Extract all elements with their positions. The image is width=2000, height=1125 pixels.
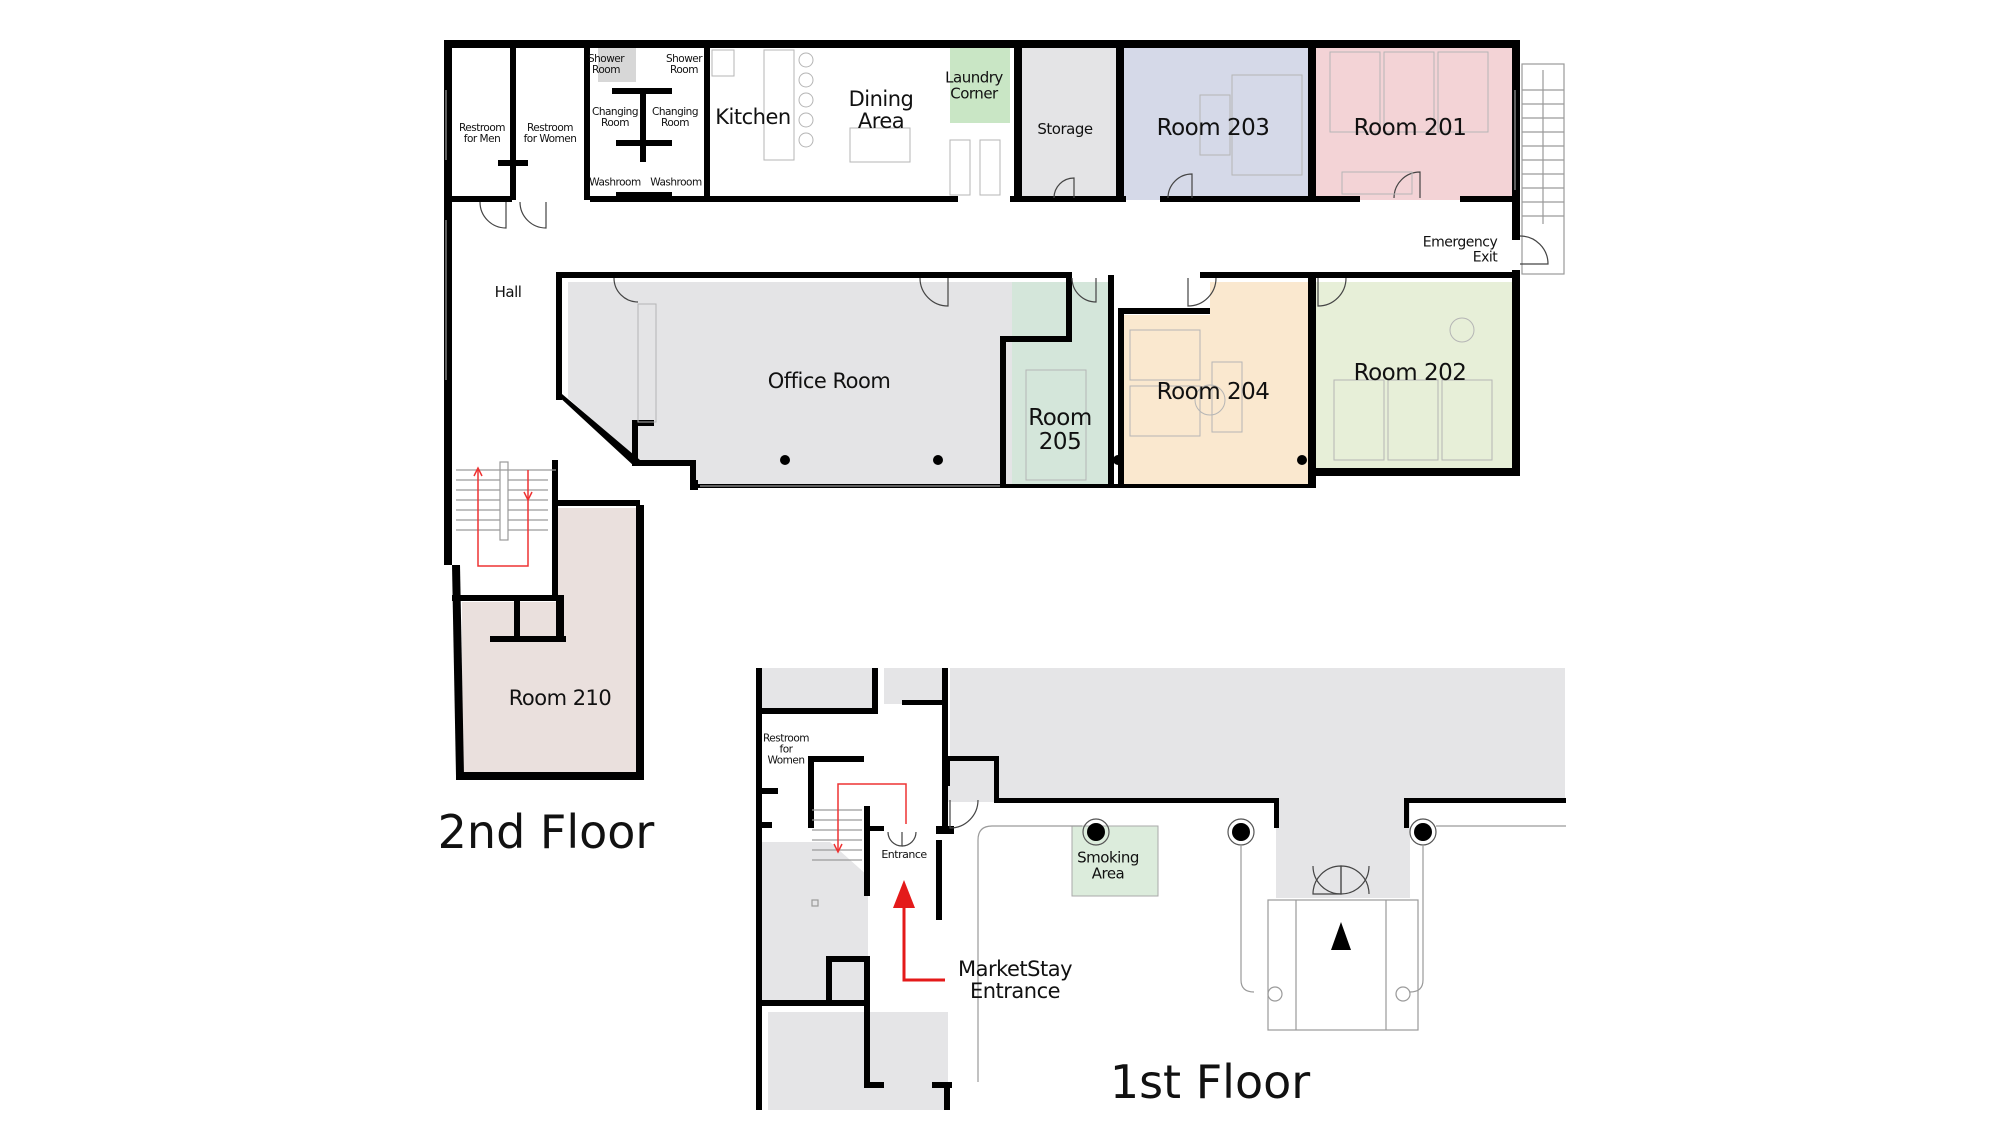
entrance-arrow-icon [893, 880, 945, 982]
label-changing-room-1: Changing Room [592, 105, 638, 129]
label-restroom-women-1f: Restroom for Women [762, 732, 810, 767]
gray-upper-left [762, 668, 874, 714]
storage-fill [1022, 45, 1116, 200]
label-room-210: Room 210 [508, 685, 612, 710]
label-emergency-exit: Emergency Exit [1422, 234, 1498, 265]
stairs-route-icon [473, 466, 533, 567]
label-room-202: Room 202 [1353, 359, 1467, 386]
label-shower-room-1: Shower Room [587, 52, 625, 76]
label-laundry-corner: Laundry Corner [945, 68, 1003, 102]
room-203-fill [1122, 45, 1308, 200]
label-washroom-1: Washroom [589, 176, 641, 189]
ground-gray-right [950, 668, 1565, 802]
label-room-201: Room 201 [1353, 114, 1467, 141]
emergency-stairs [1521, 63, 1565, 275]
label-dining-area: Dining Area [848, 86, 914, 133]
label-hall: Hall [494, 283, 522, 302]
gray-left-lower [760, 842, 868, 1000]
label-entrance: Entrance [881, 848, 927, 862]
room-204-fill [1124, 282, 1310, 484]
entrance-vestibule-fill [1276, 802, 1410, 898]
gray-upper-mid [884, 668, 946, 704]
label-shower-room-2: Shower Room [665, 52, 703, 76]
floor-title-2nd: 2nd Floor [437, 804, 655, 859]
label-room-203: Room 203 [1156, 114, 1270, 141]
main-entrance-arrow-icon [1331, 922, 1351, 950]
office-fill [568, 282, 1072, 484]
label-smoking-area: Smoking Area [1077, 848, 1139, 882]
label-room-205: Room 205 [1028, 404, 1092, 455]
smoking-area-fill [1071, 825, 1159, 897]
label-restroom-women: Restroom for Women [523, 121, 577, 145]
label-changing-room-2: Changing Room [652, 105, 698, 129]
first-floor-stairs-route-icon [833, 783, 907, 854]
laundry-fill [950, 45, 1010, 123]
label-room-204: Room 204 [1156, 378, 1270, 405]
gray-small-box [948, 760, 994, 802]
label-marketstay-entrance: MarketStay Entrance [957, 956, 1073, 1003]
gray-bottom [768, 1012, 948, 1110]
room-205-fill [1012, 282, 1112, 484]
label-office-room: Office Room [767, 368, 891, 393]
label-restroom-men: Restroom for Men [458, 121, 506, 145]
floor-title-1st: 1st Floor [1109, 1054, 1311, 1109]
room-201-fill [1316, 45, 1520, 200]
room-202-fill [1316, 282, 1512, 468]
label-kitchen: Kitchen [715, 104, 791, 129]
label-storage: Storage [1037, 120, 1093, 139]
label-washroom-2: Washroom [650, 176, 702, 189]
shower-gray [598, 48, 636, 82]
